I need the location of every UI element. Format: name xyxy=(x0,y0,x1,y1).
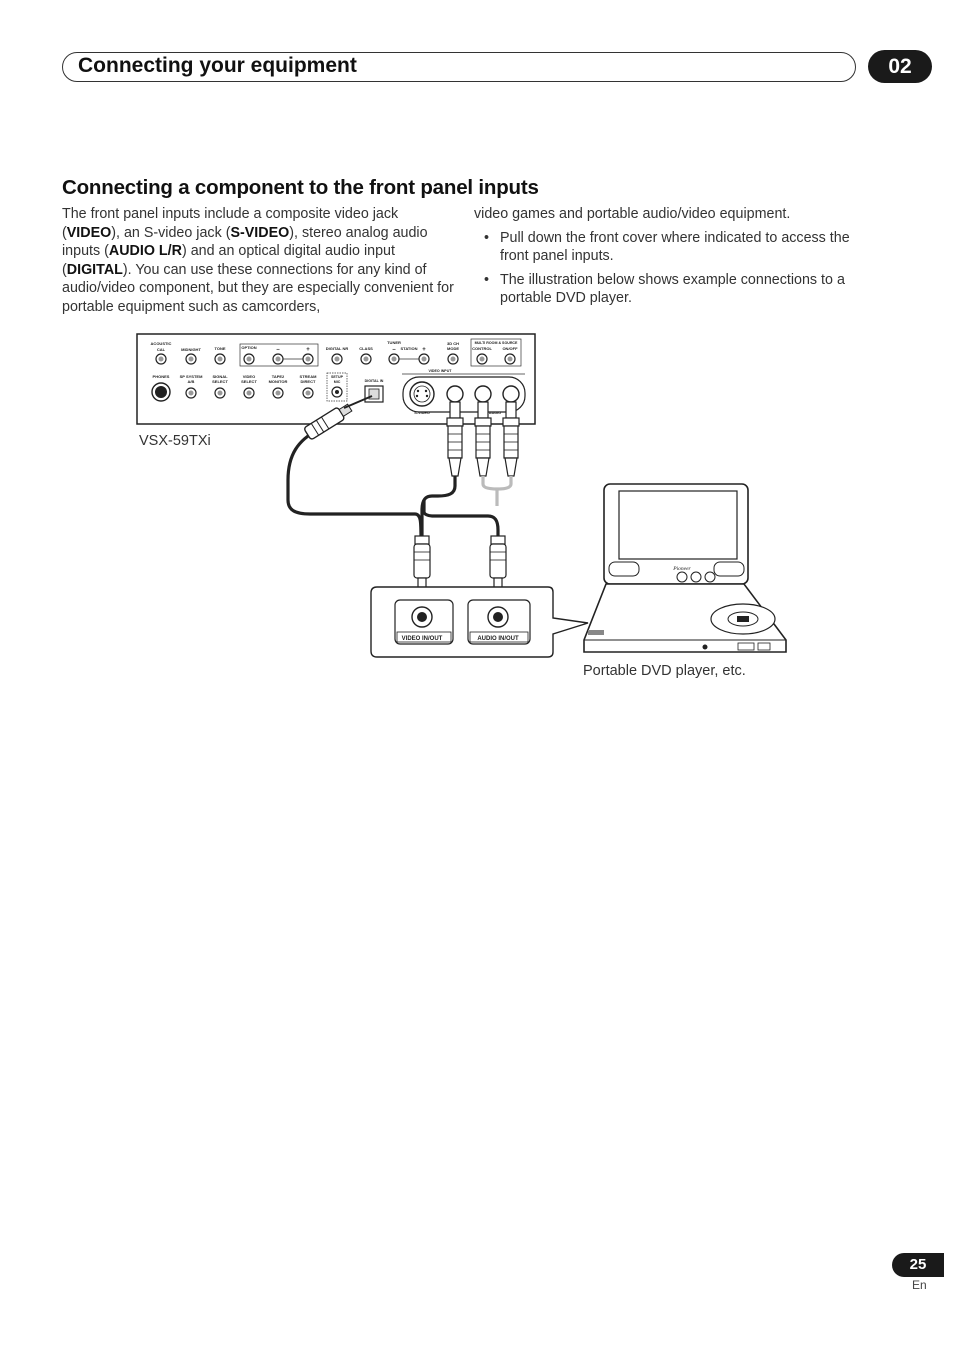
setup-mic-box xyxy=(326,372,348,402)
audio-r-rca-jack xyxy=(502,385,520,403)
receiver-caption: VSX-59TXi xyxy=(139,433,211,449)
video-inout-jack-hole xyxy=(417,612,427,622)
label-on-off: ON/OFF xyxy=(502,346,518,351)
label-sp-system: SP SYSTEM xyxy=(180,374,203,379)
audio-l-rca-jack xyxy=(474,385,492,403)
bullet-text: The illustration below shows example con… xyxy=(500,271,845,307)
body-right-column: video games and portable audio/video equ… xyxy=(474,205,866,308)
setup-mic-jack-hole xyxy=(335,390,339,394)
text-run: ), stereo analog audio inputs ( xyxy=(62,224,428,260)
label-tuner-minus: – xyxy=(392,347,396,353)
digital-term: DIGITAL xyxy=(66,261,123,278)
option-group-box xyxy=(239,343,319,367)
label-midnight: MIDNIGHT xyxy=(181,347,201,352)
label-audio: AUDIO xyxy=(489,411,501,415)
page-number: 25 xyxy=(892,1253,944,1277)
bottom-row-button-centers xyxy=(188,390,311,396)
label-mode: MODE xyxy=(447,346,459,351)
bullet-dot: • xyxy=(484,229,490,246)
label-plus: + xyxy=(306,347,310,353)
phones-jack-hole xyxy=(155,386,167,398)
label-multi-room: MULTI ROOM & SOURCE xyxy=(475,341,518,345)
chapter-badge: 02 xyxy=(868,50,932,83)
top-row-button-centers xyxy=(158,356,513,362)
video-inout-label: VIDEO IN/OUT xyxy=(402,636,443,642)
label-phones: PHONES xyxy=(153,374,170,379)
video-input-panel xyxy=(402,376,526,413)
svideo-term: S-VIDEO xyxy=(230,224,290,241)
dvd-brand-logo: Pioneer xyxy=(672,566,691,572)
label-svideo: S-VIDEO xyxy=(414,411,430,415)
optical-plug-tip-lead xyxy=(343,395,373,409)
label-digital-nr: DIGITAL NR xyxy=(326,346,349,351)
video-term: VIDEO xyxy=(66,224,112,241)
audio-r-rca-plug xyxy=(502,401,520,477)
optical-plug xyxy=(304,403,353,440)
label-monitor: MONITOR xyxy=(269,379,288,384)
section-title: Connecting a component to the front pane… xyxy=(62,176,539,199)
digital-optical-jack-inner xyxy=(368,388,380,400)
intro-continuation: video games and portable audio/video equ… xyxy=(474,206,791,222)
audio-inout-label-bar xyxy=(469,631,529,643)
header-title: Connecting your equipment xyxy=(78,54,357,77)
label-video: VIDEO xyxy=(243,374,255,379)
label-signal-select: SELECT xyxy=(212,379,228,384)
svideo-jack-pins xyxy=(415,389,429,398)
bullet-item: • Pull down the front cover where indicat… xyxy=(474,229,866,266)
label-tone: TONE xyxy=(214,346,225,351)
label-tuner: TUNER xyxy=(387,340,401,345)
multi-room-group-box xyxy=(470,338,522,367)
optical-cable xyxy=(286,428,423,541)
label-station: STATION xyxy=(401,346,418,351)
audio-l-rca-plug xyxy=(474,401,492,477)
text-run: ), an S-video jack ( xyxy=(111,224,231,241)
label-cal: CAL xyxy=(157,347,166,352)
intro-paragraph: The front panel inputs include a composi… xyxy=(62,205,454,317)
language-code: En xyxy=(912,1278,927,1292)
label-acoustic: ACOUSTIC xyxy=(151,341,172,346)
label-option: OPTION xyxy=(241,345,256,350)
label-minus: – xyxy=(276,347,280,353)
audio-r-cable xyxy=(496,476,513,491)
audio-inout-jack-hole xyxy=(493,612,503,622)
audio-term: AUDIO L/R xyxy=(108,243,182,260)
label-stream: STREAM xyxy=(300,374,318,379)
text-run: ) and an optical digital audio input ( xyxy=(62,243,395,278)
video-inout-label-bar xyxy=(396,631,452,643)
svideo-jack-inner xyxy=(413,385,431,403)
label-control: CONTROL xyxy=(472,346,492,351)
label-class: CLASS xyxy=(359,346,373,351)
label-tuner-plus: + xyxy=(422,347,426,353)
text-run: ). You can use these connections for any… xyxy=(62,261,454,315)
audio-cable xyxy=(422,500,500,540)
video-rca-jack xyxy=(446,385,464,403)
text-run: The front panel inputs include a composi… xyxy=(62,206,399,241)
audio-inout-label: AUDIO IN/OUT xyxy=(477,636,519,642)
dvd-caption: Portable DVD player, etc. xyxy=(583,663,746,679)
bullet-text: Pull down the front cover where indicate… xyxy=(500,229,850,265)
audio-l-cable xyxy=(481,476,498,491)
header-bar xyxy=(62,52,856,82)
label-video-select: SELECT xyxy=(241,379,257,384)
label-video-input: VIDEO INPUT xyxy=(429,369,453,373)
label-digital-in: DIGITAL IN xyxy=(365,379,384,383)
video-rca-plug xyxy=(446,401,464,477)
label-3dch: 3D CH xyxy=(447,341,459,346)
connection-diagram: ACOUSTIC CAL MIDNIGHT TONE OPTION – + DI… xyxy=(136,333,787,658)
label-ab: A/B xyxy=(188,379,195,384)
bullet-dot: • xyxy=(484,271,490,288)
label-mic: MIC xyxy=(334,380,341,384)
label-setup: SETUP xyxy=(331,375,344,379)
label-tape2: TAPE2 xyxy=(272,374,285,379)
label-direct: DIRECT xyxy=(301,379,316,384)
portable-dvd-player xyxy=(583,483,787,653)
body-left-column: The front panel inputs include a composi… xyxy=(62,205,454,317)
bullet-item: • The illustration below shows example co… xyxy=(474,271,866,308)
label-signal: SIGNAL xyxy=(212,374,228,379)
video-cable xyxy=(420,476,457,540)
